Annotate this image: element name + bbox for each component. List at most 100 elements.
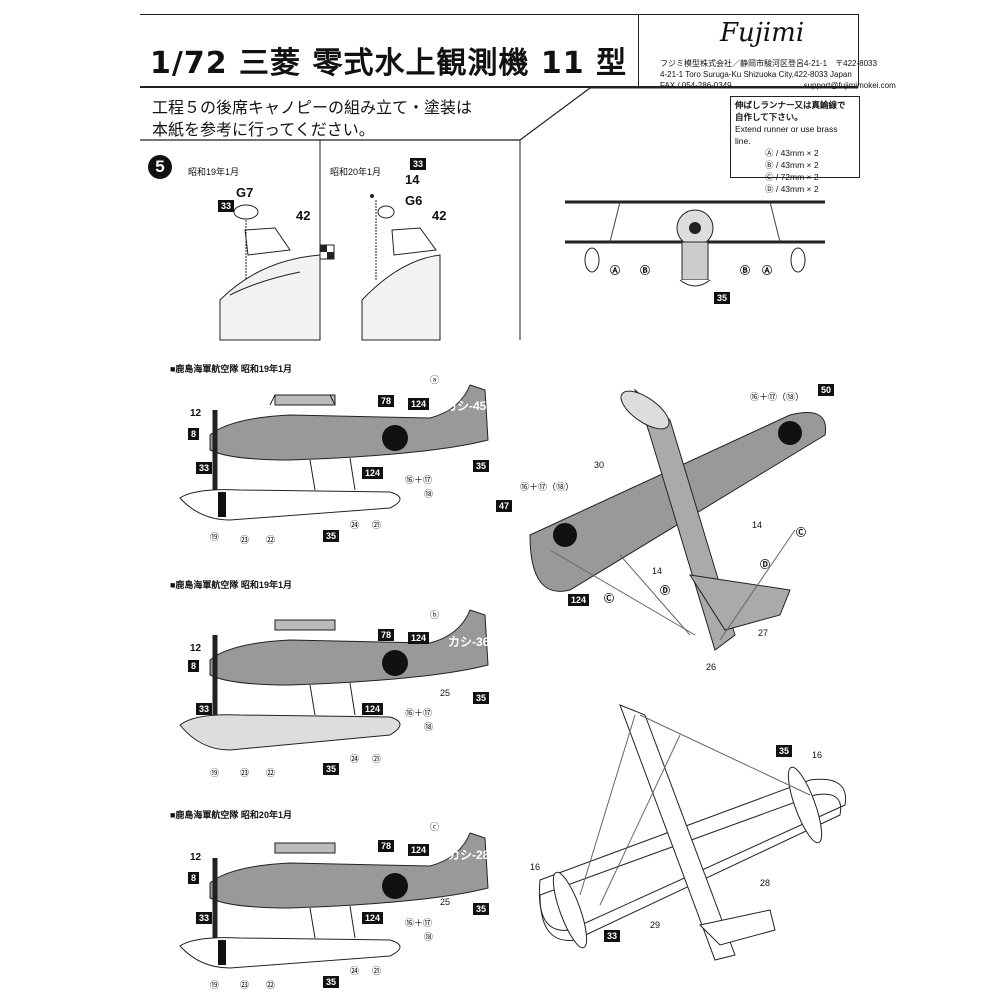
top-label-16-17-18-left: ⑯＋⑰（⑱）	[520, 482, 575, 492]
callout-8: 8	[188, 428, 200, 440]
bottom-label-29: 29	[650, 920, 661, 930]
top-label-47: 47	[496, 500, 513, 512]
profile-heading: ■鹿島海軍航空隊 昭和19年1月	[170, 580, 292, 590]
callout-35-top: 35	[473, 692, 490, 704]
callout-18: ⑱	[424, 722, 434, 732]
address-line-2: 4-21-1 Toro Suruga-Ku Shizuoka City,422-…	[660, 70, 852, 79]
step5-right-date: 昭和20年1月	[330, 167, 382, 177]
front-view-diagram	[565, 200, 825, 287]
callout-23: ㉓	[240, 535, 250, 545]
callout-35-bottom: 35	[323, 530, 340, 542]
callout-24: ㉔	[350, 966, 360, 976]
callout-78: 78	[378, 395, 395, 407]
front-label-b-right: Ⓑ	[740, 266, 750, 277]
part-g6-label: G6	[405, 193, 423, 208]
top-label-26: 26	[706, 662, 717, 672]
front-label-35: 35	[714, 292, 731, 304]
top-label-d-left: Ⓓ	[660, 586, 670, 597]
top-label-124: 124	[568, 594, 590, 606]
callout-22: ㉒	[266, 980, 276, 990]
callout-23: ㉓	[240, 980, 250, 990]
header-divider	[638, 14, 639, 86]
callout-18: ⑱	[424, 489, 434, 499]
callout-124-top: 124	[408, 844, 430, 856]
callout-124-top: 124	[408, 398, 430, 410]
callout-24: ㉔	[350, 520, 360, 530]
callout-78: 78	[378, 840, 395, 852]
callout-16-17: ⑯＋⑰	[405, 708, 433, 718]
profile-heading: ■鹿島海軍航空隊 昭和19年1月	[170, 364, 292, 374]
callout-21: ㉑	[372, 754, 382, 764]
note-jp-line-1: 伸ばしランナー又は真鍮線で	[735, 100, 846, 110]
callout-35-top: 35	[473, 903, 490, 915]
callout-24: ㉔	[350, 754, 360, 764]
callout-124-mid: 124	[362, 912, 384, 924]
bottom-view-diagram	[538, 704, 847, 961]
top-view-diagram	[529, 388, 827, 651]
bottom-label-16-right: 16	[812, 750, 823, 760]
step-number-badge: 5	[148, 155, 172, 179]
page-title: 1/72 三菱 零式水上観測機 11 型	[150, 46, 628, 81]
bottom-label-33: 33	[604, 930, 621, 942]
callout-23: ㉓	[240, 768, 250, 778]
bottom-label-28: 28	[760, 878, 771, 888]
profile-drawing	[179, 384, 489, 521]
header-right-rule	[858, 14, 859, 86]
callout-78: 78	[378, 629, 395, 641]
callout-16-17: ⑯＋⑰	[405, 475, 433, 485]
top-label-14-right: 14	[752, 520, 763, 530]
note-item-d: Ⓓ / 43mm × 2	[765, 184, 819, 194]
callout-8: 8	[188, 660, 200, 672]
top-label-30: 30	[594, 460, 605, 470]
bottom-label-35: 35	[776, 745, 793, 757]
callout-21: ㉑	[372, 966, 382, 976]
callout-33: 33	[196, 912, 213, 924]
front-label-a-right: Ⓐ	[762, 266, 772, 277]
note-jp-line-2: 自作して下さい。	[735, 112, 803, 122]
header-top-rule	[140, 14, 858, 15]
callout-35-top: 35	[473, 460, 490, 472]
callout-8: 8	[188, 872, 200, 884]
callout-16-17: ⑯＋⑰	[405, 918, 433, 928]
callout-124-mid: 124	[362, 703, 384, 715]
note-item-b: Ⓑ / 43mm × 2	[765, 160, 819, 170]
callout-22: ㉒	[266, 535, 276, 545]
callout-124-top: 124	[408, 632, 430, 644]
note-item-c: Ⓒ / 72mm × 2	[765, 172, 819, 182]
bottom-label-16-left: 16	[530, 862, 541, 872]
callout-12: 12	[190, 408, 202, 419]
step5-illustrations	[219, 194, 441, 341]
address-line-1: フジミ模型株式会社／静岡市駿河区登呂4-21-1 〒422-8033	[660, 59, 877, 68]
callout-18: ⑱	[424, 932, 434, 942]
address-line-3: FAX / 054-286-0349 support@fujimimokei.c…	[660, 81, 896, 90]
top-label-16-17-18-right: ⑯＋⑰（⑱）	[750, 392, 805, 402]
part-g7-label: G7	[236, 185, 254, 200]
callout-21: ㉑	[372, 520, 382, 530]
profile-drawing	[179, 609, 489, 751]
front-label-a-left: Ⓐ	[610, 266, 620, 277]
notice-text-line-2: 本紙を参考に行ってください。	[152, 122, 375, 139]
callout-22: ㉒	[266, 768, 276, 778]
brand-logo: Fujimi	[720, 18, 805, 48]
notice-text-line-1: 工程５の後席キャノピーの組み立て・塗装は	[152, 100, 473, 117]
note-en-line: Extend runner or use brass line.	[735, 124, 838, 146]
stretched-runner-note: 伸ばしランナー又は真鍮線で 自作して下さい。 Extend runner or …	[730, 96, 860, 194]
callout-35-bottom: 35	[323, 976, 340, 988]
callout-25: 25	[440, 688, 451, 698]
callout-19: ⑲	[210, 768, 220, 778]
callout-25: 25	[440, 897, 451, 907]
note-item-a: Ⓐ / 43mm × 2	[765, 148, 819, 158]
callout-12: 12	[190, 643, 202, 654]
callout-124-mid: 124	[362, 467, 384, 479]
callout-33: 33	[196, 462, 213, 474]
top-label-c-left: Ⓒ	[604, 594, 614, 605]
tail-code: カシ-36	[448, 635, 490, 649]
callout-35-bottom: 35	[323, 763, 340, 775]
header-bottom-rule	[140, 86, 858, 88]
part-33-left: 33	[218, 200, 235, 212]
part-42-left: 42	[296, 208, 311, 223]
marking-letter: ⓑ	[430, 610, 440, 620]
top-label-27: 27	[758, 628, 769, 638]
step5-left-date: 昭和19年1月	[188, 167, 240, 177]
profile-drawing	[179, 832, 489, 969]
